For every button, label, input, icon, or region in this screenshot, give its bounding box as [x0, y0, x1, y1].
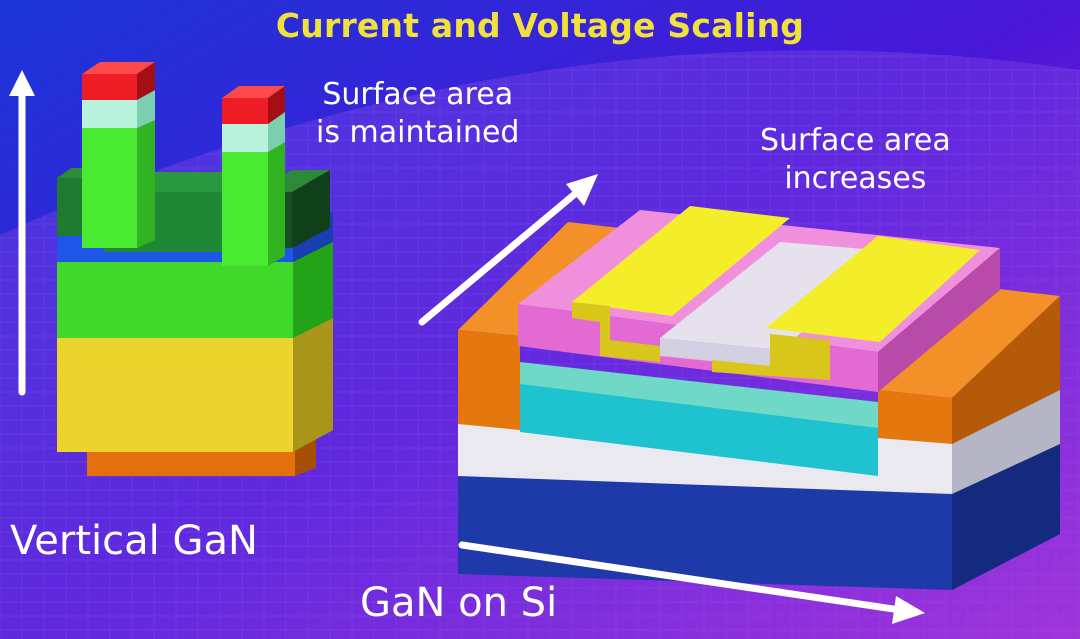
vertical-gan-device — [57, 62, 333, 476]
vertical-pillar-right-light — [222, 122, 268, 152]
vertical-pillar-left-green — [82, 126, 137, 248]
diagram-title: Current and Voltage Scaling — [275, 6, 805, 45]
lateral-orange-right-front — [878, 390, 952, 444]
vertical-pillar-left-green-side — [137, 118, 155, 248]
lateral-si-front — [458, 440, 1060, 590]
vertical-pillar-left-light-side — [137, 90, 155, 128]
vertical-note-line-1: Surface area — [322, 77, 514, 112]
vertical-contact-right-top — [222, 86, 285, 98]
lateral-note-line-1: Surface area — [760, 123, 951, 158]
vertical-pillar-right-green — [222, 150, 268, 266]
vertical-yellow-front — [57, 336, 293, 452]
lateral-orange-left-front — [458, 330, 520, 430]
diagonal-arrow — [418, 174, 598, 326]
lateral-field-plate-left-front — [572, 302, 660, 362]
lateral-gate-metal-front — [660, 338, 780, 368]
lateral-note-line-2: increases — [784, 161, 927, 196]
vertical-contact-right-side — [268, 86, 285, 124]
vertical-pillar-right-green-side — [268, 140, 285, 266]
vertical-yellow-side — [293, 316, 333, 452]
lateral-orange-left-top — [458, 222, 620, 336]
lateral-orange-right-side — [952, 296, 1060, 444]
lateral-note: Surface area increases — [760, 122, 951, 198]
lateral-field-plate-left — [572, 206, 790, 316]
lateral-orange-right-top — [878, 288, 1060, 398]
gan-on-si-label: GaN on Si — [360, 580, 558, 626]
lateral-oxide-side — [878, 248, 1000, 392]
lateral-channel-front — [520, 380, 878, 476]
horizontal-arrow — [458, 541, 925, 624]
vertical-contact-left-side — [137, 62, 155, 100]
lateral-channel-top — [520, 362, 878, 428]
vertical-contact-right-front — [222, 98, 268, 124]
vertical-gate-right-side — [292, 170, 330, 248]
vertical-arrow — [9, 70, 35, 396]
vertical-gan-label: Vertical GaN — [10, 518, 258, 564]
vertical-drift-front — [57, 246, 293, 338]
vertical-pillar-left-light — [82, 98, 137, 128]
vertical-contact-left-front — [82, 74, 137, 100]
lateral-field-plate-right-front — [712, 334, 830, 380]
lateral-buffer-side — [952, 388, 1060, 494]
vertical-pillar-right-light-side — [268, 112, 285, 152]
vertical-note: Surface area is maintained — [316, 76, 519, 152]
vertical-contact-left-top — [82, 62, 155, 74]
vertical-note-line-2: is maintained — [316, 115, 520, 150]
lateral-field-plate-right — [766, 236, 980, 342]
gan-on-si-device — [458, 206, 1060, 590]
